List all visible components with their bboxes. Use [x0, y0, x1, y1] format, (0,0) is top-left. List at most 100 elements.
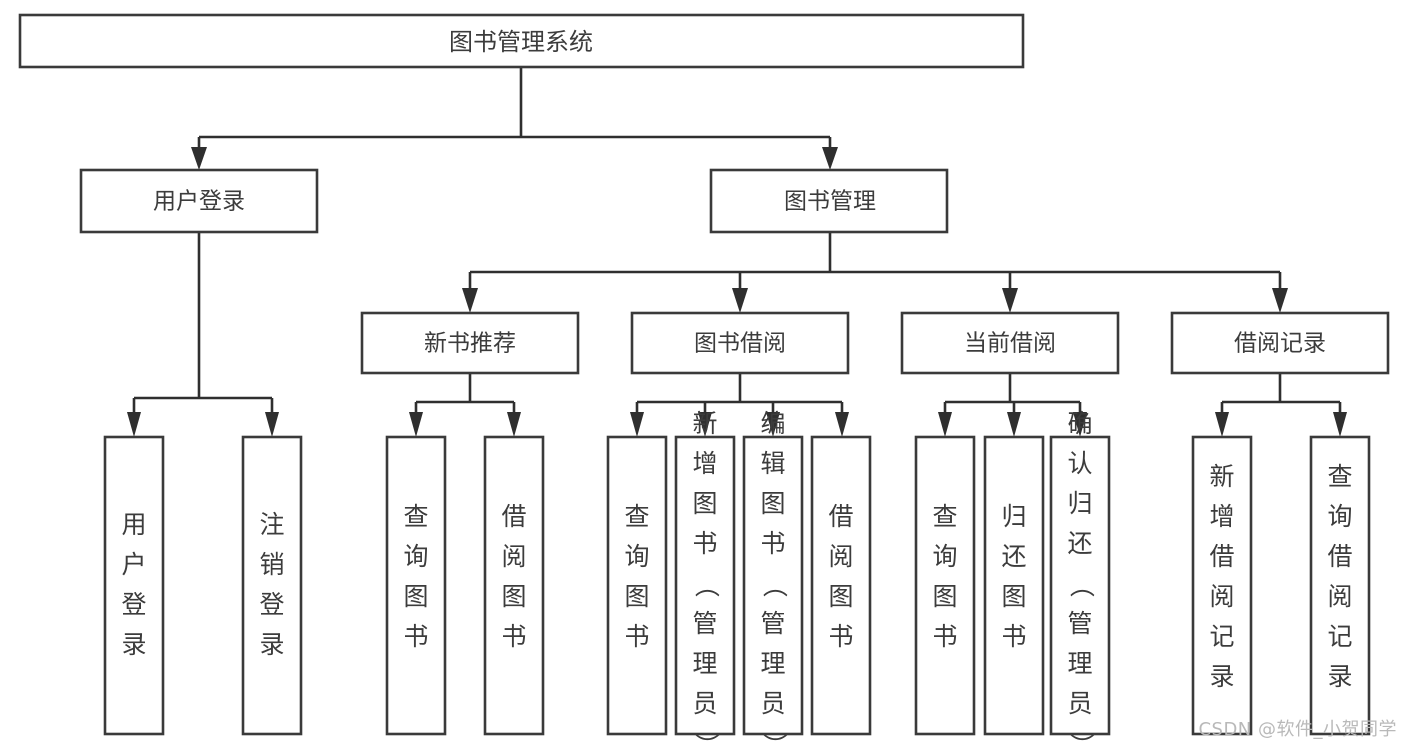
leaf-label-char: 录	[121, 630, 146, 659]
leaf-box[interactable]	[674, 435, 736, 736]
leaf-label: 用户登录	[121, 510, 146, 659]
leaf-label-char: 阅	[501, 542, 526, 571]
leaf-label-char: 员	[760, 689, 785, 718]
leaf-label-char: 询	[1327, 502, 1352, 531]
leaf-label-char: 阅	[828, 542, 853, 571]
arrow-bb-leaf-1	[698, 412, 712, 437]
leaf-label-char: 员	[1067, 689, 1092, 718]
leaf-label-char: 图	[692, 489, 717, 518]
leaf-label-char: （	[1067, 572, 1096, 597]
leaf-box[interactable]	[810, 435, 872, 736]
leaf-label-char: 录	[1209, 662, 1234, 691]
leaf-box[interactable]	[742, 435, 804, 736]
leaf-label-char: 借	[828, 502, 853, 531]
leaf-label-char: 新	[692, 409, 717, 438]
node-root[interactable]: 图书管理系统	[18, 13, 1025, 69]
leaf-label-char: 理	[760, 649, 785, 678]
leaf-label-char: 认	[1067, 449, 1092, 478]
leaf-box[interactable]	[483, 435, 545, 736]
leaf-label-char: 图	[501, 582, 526, 611]
node-book-manage-box[interactable]	[709, 168, 949, 234]
leaf-label-char: ）	[1067, 732, 1096, 747]
leaf-box[interactable]	[914, 435, 976, 736]
leaf-label-char: 书	[1001, 622, 1026, 651]
node-root-box[interactable]	[18, 13, 1025, 69]
leaf-box[interactable]	[241, 435, 303, 736]
node-new-book-recommend-box[interactable]	[360, 311, 580, 375]
leaf-label-char: 借	[501, 502, 526, 531]
node-book-borrow-box[interactable]	[630, 311, 850, 375]
leaf-label-char: 员	[692, 689, 717, 718]
leaf-label-char: 书	[403, 622, 428, 651]
node-current-borrow-label: 当前借阅	[964, 331, 1056, 357]
leaf-box[interactable]	[1191, 435, 1253, 736]
leaf-box[interactable]	[385, 435, 447, 736]
leaf-label-char: 书	[501, 622, 526, 651]
leaf-label-char: 图	[1001, 582, 1026, 611]
leaf-label-char: 书	[624, 622, 649, 651]
leaf-label-char: 用	[121, 510, 146, 539]
leaf-label-char: （	[692, 572, 721, 597]
node-book-manage-label: 图书管理	[784, 189, 876, 215]
leaf-label-char: 书	[828, 622, 853, 651]
leaf-label-char: 查	[403, 502, 428, 531]
leaf-label-char: 图	[828, 582, 853, 611]
node-user-login[interactable]: 用户登录	[79, 168, 319, 234]
arrow-ul-leaf-0	[127, 412, 141, 437]
arrow-bb-leaf-2	[766, 412, 780, 437]
node-new-book-recommend-label: 新书推荐	[424, 331, 516, 357]
leaf-label-char: 注	[259, 510, 284, 539]
leaf-label-char: 还	[1067, 529, 1092, 558]
leaf-label-char: 阅	[1327, 582, 1352, 611]
node-borrow-record-box[interactable]	[1170, 311, 1390, 375]
leaf-label-char: 记	[1209, 622, 1234, 651]
node-book-borrow[interactable]: 图书借阅	[630, 311, 850, 375]
arrow-nb-leaf-0	[409, 412, 423, 437]
node-current-borrow-box[interactable]	[900, 311, 1120, 375]
node-borrow-record[interactable]: 借阅记录	[1170, 311, 1390, 375]
leaf-label-char: 管	[692, 609, 717, 638]
node-user-login-box[interactable]	[79, 168, 319, 234]
node-root-label: 图书管理系统	[449, 28, 593, 56]
leaf-label-char: 户	[121, 550, 146, 579]
node-new-book-recommend[interactable]: 新书推荐	[360, 311, 580, 375]
node-user-login-label: 用户登录	[153, 189, 245, 215]
arrow-br-leaf-1	[1333, 412, 1347, 437]
leaf-box[interactable]	[1049, 435, 1111, 736]
leaf-box[interactable]	[1309, 435, 1371, 736]
leaf-label-char: 查	[932, 502, 957, 531]
leaf-box[interactable]	[103, 435, 165, 736]
node-current-borrow[interactable]: 当前借阅	[900, 311, 1120, 375]
leaf-label-char: 登	[259, 590, 284, 619]
arrow-to-borrow-record	[1272, 288, 1288, 313]
leaf-node[interactable]: 用户登录	[103, 435, 165, 736]
leaf-box[interactable]	[606, 435, 668, 736]
arrow-ul-leaf-1	[265, 412, 279, 437]
leaf-label-char: 图	[932, 582, 957, 611]
node-book-manage[interactable]: 图书管理	[709, 168, 949, 234]
leaf-label-char: 录	[259, 630, 284, 659]
leaf-label-char: 借	[1327, 542, 1352, 571]
leaf-label-char: 确	[1067, 409, 1092, 438]
arrow-to-user-login	[191, 147, 207, 170]
leaf-label-char: 新	[1209, 462, 1234, 491]
leaf-box[interactable]	[983, 435, 1045, 736]
leaf-label-char: 查	[1327, 462, 1352, 491]
